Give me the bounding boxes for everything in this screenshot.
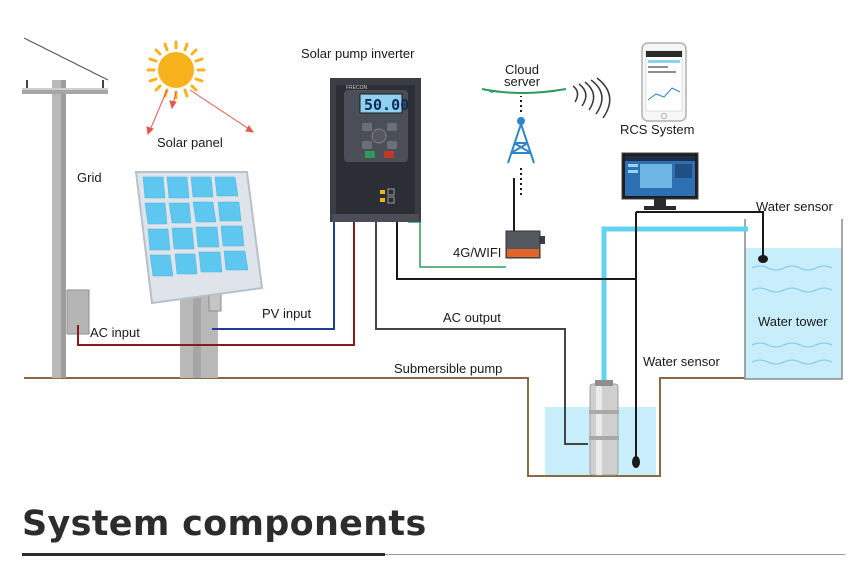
wireless-signal-icon bbox=[572, 77, 611, 119]
smartphone-icon bbox=[641, 42, 687, 122]
pv-input-wire bbox=[212, 222, 335, 330]
sun-rays-arrows bbox=[146, 89, 255, 136]
solar-pump-inverter: FRECON 50.00 bbox=[330, 78, 421, 222]
ac-input-wire bbox=[77, 222, 355, 346]
sun-icon bbox=[146, 40, 206, 100]
wifi-module-icon bbox=[505, 178, 545, 259]
monitor-icon bbox=[621, 152, 699, 210]
submersible-pump bbox=[589, 380, 619, 476]
ground-line bbox=[24, 377, 745, 477]
inverter-display-value: 50.00 bbox=[364, 96, 409, 114]
label-rcs-system: RCS System bbox=[620, 122, 694, 137]
label-ac-output: AC output bbox=[443, 310, 501, 325]
well-water-sensor bbox=[632, 456, 640, 468]
inverter-keypad bbox=[362, 123, 397, 158]
label-cloud-server-1: Cloud bbox=[505, 62, 539, 77]
sensor-signal-wire bbox=[396, 211, 764, 457]
signal-tower-icon bbox=[507, 117, 535, 164]
label-water-sensor-tower: Water sensor bbox=[756, 199, 833, 214]
title-underline-light bbox=[385, 554, 845, 555]
label-pv-input: PV input bbox=[262, 306, 312, 321]
label-wifi: 4G/WIFI bbox=[453, 245, 501, 260]
tower-water-sensor bbox=[758, 255, 768, 263]
water-pipe bbox=[601, 226, 748, 380]
ac-output-wire bbox=[375, 222, 588, 445]
label-ac-input: AC input bbox=[90, 325, 140, 340]
solar-panel bbox=[134, 171, 264, 378]
cloud-server-icon bbox=[481, 88, 567, 94]
water-tower bbox=[744, 219, 843, 380]
title-underline-dark bbox=[22, 553, 385, 556]
label-cloud-server-2: server bbox=[504, 74, 541, 89]
label-water-sensor-well: Water sensor bbox=[643, 354, 720, 369]
label-solar-pump-inverter: Solar pump inverter bbox=[301, 46, 415, 61]
label-solar-panel: Solar panel bbox=[157, 135, 223, 150]
section-title: System components bbox=[22, 504, 427, 544]
inverter-brand: FRECON bbox=[346, 85, 368, 91]
grid-pole bbox=[22, 37, 109, 378]
label-grid: Grid bbox=[77, 170, 102, 185]
label-water-tower: Water tower bbox=[758, 314, 828, 329]
label-submersible-pump: Submersible pump bbox=[394, 361, 502, 376]
